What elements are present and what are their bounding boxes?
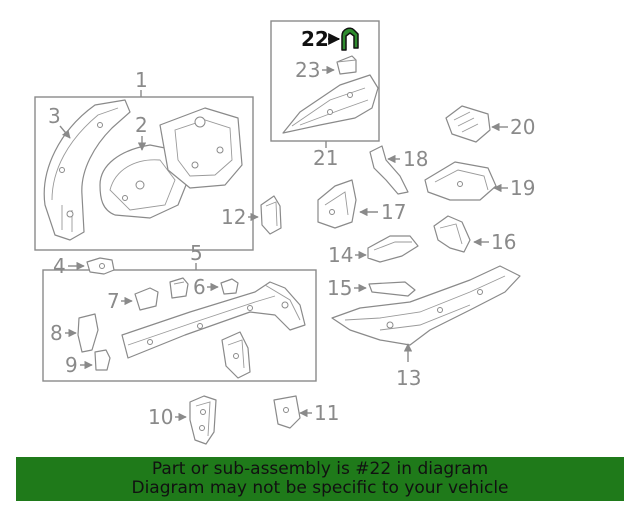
banner-line-2: Diagram may not be specific to your vehi… — [131, 478, 509, 498]
callout-4[interactable]: 4 — [53, 254, 66, 278]
callout-13[interactable]: 13 — [396, 366, 421, 390]
callout-18[interactable]: 18 — [403, 147, 428, 171]
group-box-1 — [34, 96, 254, 251]
part-9-plate[interactable] — [94, 349, 111, 371]
part-19-bracket[interactable] — [424, 161, 497, 201]
part-6-tab[interactable] — [220, 278, 239, 295]
info-banner: Part or sub-assembly is #22 in diagram D… — [16, 457, 624, 501]
callout-5[interactable]: 5 — [190, 241, 203, 265]
callout-21[interactable]: 21 — [313, 146, 338, 170]
part-13-frame-rail[interactable] — [331, 265, 521, 346]
group-box-5 — [42, 269, 317, 382]
callout-15[interactable]: 15 — [327, 276, 352, 300]
part-11-bracket[interactable] — [273, 395, 301, 429]
part-5-rail[interactable] — [121, 281, 306, 359]
part-16-bracket[interactable] — [433, 215, 471, 253]
part-15-bar[interactable] — [368, 281, 416, 297]
part-22-highlighted[interactable] — [341, 27, 359, 51]
callout-2[interactable]: 2 — [135, 113, 148, 137]
part-5-bracket[interactable] — [221, 331, 251, 379]
callout-20[interactable]: 20 — [510, 115, 535, 139]
callout-17[interactable]: 17 — [381, 200, 406, 224]
part-21-rail[interactable] — [282, 74, 379, 134]
part-10-pillar[interactable] — [189, 395, 217, 445]
callout-6[interactable]: 6 — [193, 275, 206, 299]
part-18-bracket[interactable] — [369, 145, 409, 195]
callout-10[interactable]: 10 — [148, 405, 173, 429]
part-6-clip[interactable] — [169, 277, 189, 299]
part-shock-tower[interactable] — [159, 107, 243, 189]
callout-22[interactable]: 22 — [301, 27, 329, 51]
part-23-bracket[interactable] — [336, 55, 357, 75]
banner-line-1: Part or sub-assembly is #22 in diagram — [151, 459, 489, 479]
part-7-gusset[interactable] — [134, 287, 159, 311]
callout-1[interactable]: 1 — [135, 68, 148, 92]
callout-14[interactable]: 14 — [328, 243, 353, 267]
part-8-plate[interactable] — [77, 313, 99, 353]
callout-7[interactable]: 7 — [107, 289, 120, 313]
group-box-21 — [270, 20, 380, 142]
part-17-gusset[interactable] — [317, 179, 357, 229]
callout-23[interactable]: 23 — [295, 58, 320, 82]
callout-9[interactable]: 9 — [65, 353, 78, 377]
callout-8[interactable]: 8 — [50, 321, 63, 345]
callout-3[interactable]: 3 — [48, 104, 61, 128]
part-12-bracket[interactable] — [260, 195, 282, 235]
part-20-block[interactable] — [445, 105, 491, 143]
callout-19[interactable]: 19 — [510, 176, 535, 200]
part-4-bracket[interactable] — [86, 257, 115, 275]
callout-12[interactable]: 12 — [221, 205, 246, 229]
callout-11[interactable]: 11 — [314, 401, 339, 425]
callout-16[interactable]: 16 — [491, 230, 516, 254]
part-14-crossmember[interactable] — [367, 235, 419, 263]
